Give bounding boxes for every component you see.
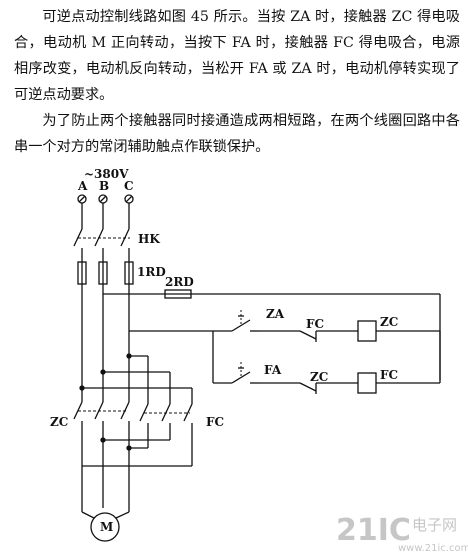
coil-fc <box>357 372 377 394</box>
terminal-b <box>98 194 108 204</box>
interlock-fc-label: FC <box>306 317 324 331</box>
button-za-label: ZA <box>266 307 285 321</box>
coil-zc-label: ZC <box>380 315 398 329</box>
contactor-fc-main <box>139 403 193 422</box>
motor-symbol <box>90 512 120 542</box>
coil-zc <box>357 320 377 342</box>
interlock-contact-zc <box>299 382 317 394</box>
watermark-site: 电子网 <box>412 516 457 534</box>
phase-b-label: B <box>99 179 109 193</box>
button-fa-label: FA <box>264 363 282 377</box>
button-za <box>231 310 260 332</box>
fuse-1rd <box>77 261 134 285</box>
coil-fc-label: FC <box>380 368 398 382</box>
contactor-fc-label: FC <box>206 415 224 429</box>
knife-switch-hk <box>73 228 130 247</box>
interlock-contact-fc <box>299 330 317 342</box>
contactor-zc-main <box>73 401 130 420</box>
phase-a-label: A <box>77 179 88 193</box>
terminal-c <box>124 194 134 204</box>
interlock-zc-label: ZC <box>310 370 328 384</box>
fuse-1rd-label: 1RD <box>137 265 166 279</box>
phase-c-label: C <box>124 179 134 193</box>
intro-paragraph: 可逆点动控制线路如图 45 所示。当按 ZA 时，接触器 ZC 得电吸合，电动机… <box>14 9 460 103</box>
watermark-url: www.21ic.com <box>398 543 468 554</box>
voltage-label: ~380V <box>84 167 129 181</box>
contactor-zc-label: ZC <box>50 415 68 429</box>
terminal-a <box>77 194 87 204</box>
motor-label: M <box>100 520 113 534</box>
fuse-2rd-label: 2RD <box>165 275 194 289</box>
switch-hk-label: HK <box>138 232 160 246</box>
interlock-paragraph: 为了防止两个接触器同时接通造成两相短路，在两个线圈回路中各串一个对方的常闭辅助触… <box>14 113 460 155</box>
watermark-logo: 21IC <box>336 513 411 548</box>
button-fa <box>231 362 260 384</box>
